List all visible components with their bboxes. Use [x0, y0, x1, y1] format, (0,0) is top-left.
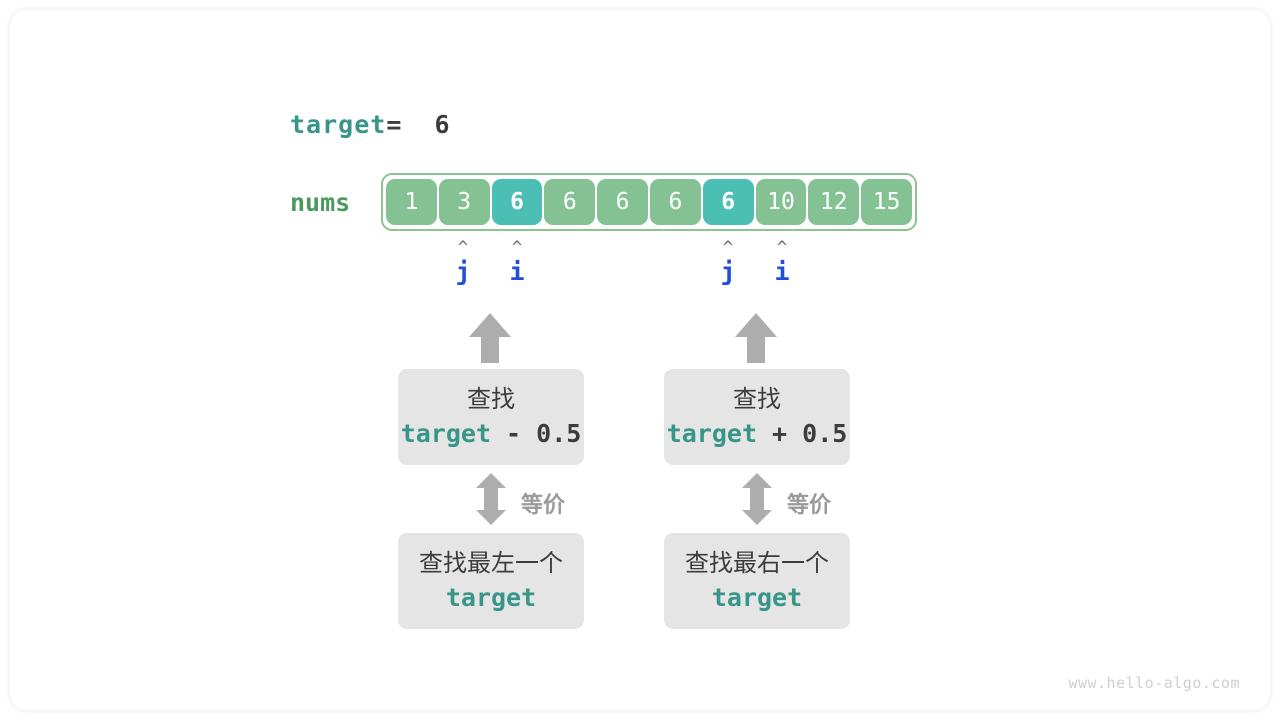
target-value-expression: = 6: [386, 110, 451, 139]
equivalence-label-left: 等价: [521, 493, 566, 518]
pointer-label: i: [774, 257, 790, 286]
box-line-1: 查找最右一个: [685, 549, 829, 577]
array-cell: 12: [808, 179, 860, 225]
arrow-shaft: [481, 336, 499, 363]
arrow-shaft: [484, 487, 498, 511]
pointer-label: j: [720, 257, 736, 286]
box-term: target: [400, 419, 491, 448]
array-cell: 1: [386, 179, 437, 225]
caret-icon: ^: [511, 238, 523, 258]
caret-icon: ^: [457, 238, 469, 258]
page-frame: [10, 10, 1270, 710]
arrow-head-up: [476, 473, 506, 488]
array-cell: 3: [438, 179, 490, 225]
pointer-j-left: ^ j: [443, 240, 483, 285]
box-operator: - 0.5: [491, 419, 582, 448]
upper-box-right: 查找 target + 0.5: [664, 369, 850, 465]
array-cell: 6: [597, 179, 648, 225]
box-line-1: 查找: [733, 385, 781, 413]
pointer-label: j: [455, 257, 471, 286]
arrow-shaft: [747, 336, 765, 363]
array-label-nums: nums: [290, 188, 351, 217]
caret-icon: ^: [776, 238, 788, 258]
box-line-1: 查找最左一个: [419, 549, 563, 577]
box-line-2: target + 0.5: [667, 417, 848, 451]
array-cell: 10: [755, 179, 807, 225]
box-term: target: [666, 419, 757, 448]
pointer-j-right: ^ j: [708, 240, 748, 285]
lower-box-right: 查找最右一个 target: [664, 533, 850, 629]
array-cell: 6: [649, 179, 701, 225]
arrow-head: [469, 313, 511, 337]
pointer-i-right: ^ i: [762, 240, 802, 285]
box-term: target: [445, 583, 537, 612]
array-container: 1 3 6 6 6 6 6 10 12 15: [381, 173, 917, 231]
arrow-head-up: [742, 473, 772, 488]
box-line-1: 查找: [467, 385, 515, 413]
arrow-shaft: [750, 487, 764, 511]
arrow-head: [735, 313, 777, 337]
pointer-label: i: [509, 257, 525, 286]
array-cell: 6: [544, 179, 596, 225]
box-term: target: [711, 583, 803, 612]
up-arrow-icon-left: [469, 313, 511, 363]
target-declaration: target= 6: [290, 110, 451, 139]
arrow-head-down: [476, 510, 506, 525]
double-arrow-icon-left: [476, 473, 506, 525]
pointer-i-left: ^ i: [497, 240, 537, 285]
target-variable-label: target: [290, 110, 387, 139]
arrow-head-down: [742, 510, 772, 525]
box-line-2: target - 0.5: [401, 417, 582, 451]
up-arrow-icon-right: [735, 313, 777, 363]
array-cell: 6: [702, 179, 754, 225]
lower-box-left: 查找最左一个 target: [398, 533, 584, 629]
box-operator: + 0.5: [757, 419, 848, 448]
caret-icon: ^: [722, 238, 734, 258]
upper-box-left: 查找 target - 0.5: [398, 369, 584, 465]
equivalence-label-right: 等价: [787, 493, 832, 518]
double-arrow-icon-right: [742, 473, 772, 525]
array-cell: 15: [861, 179, 912, 225]
watermark: www.hello-algo.com: [1068, 674, 1240, 692]
array-cell: 6: [491, 179, 543, 225]
